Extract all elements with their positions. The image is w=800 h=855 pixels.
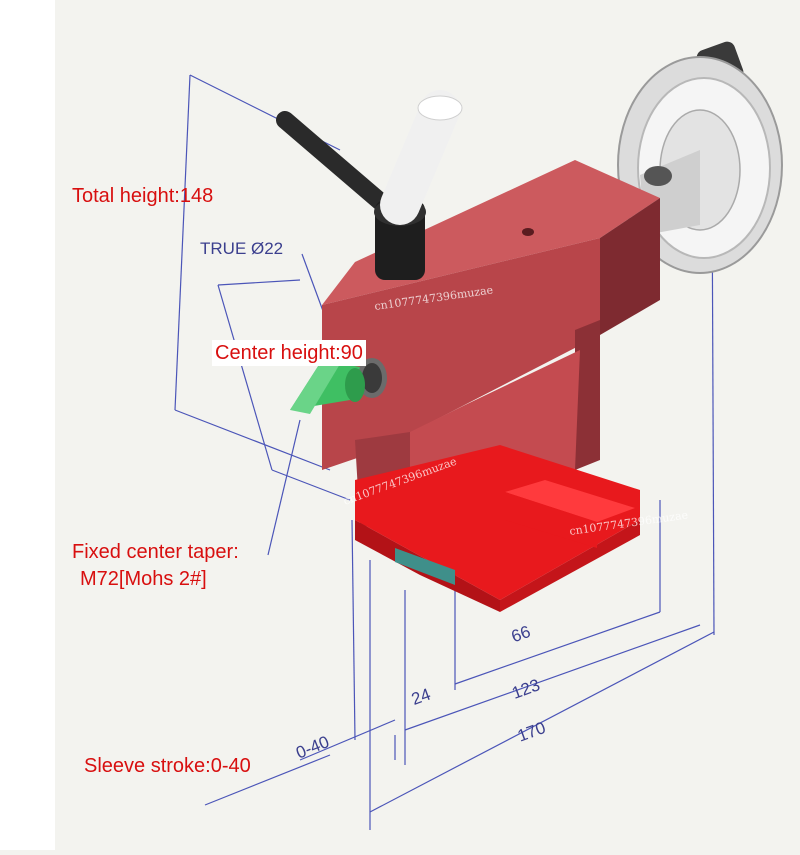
center-height-dim-line [217,284,273,471]
left-panel [0,0,55,850]
dim-0-40-line [204,754,331,806]
dim-123-label: 123 [509,675,542,703]
dim-0-40-label: 0-40 [293,732,332,762]
total-height-callout: Total height:148 [72,185,214,207]
handwheel [617,41,783,274]
dim-123-line [404,624,701,731]
total-height-dim-line [174,74,191,411]
true-diameter-label: TRUE Ø22 [200,239,283,258]
center-height-callout: Center height:90 [212,340,366,366]
dim-66-label: 66 [509,622,533,646]
dim-170-line [369,631,715,813]
dim-66-line [454,611,661,685]
taper-callout-line1: Fixed center taper: [72,541,239,563]
dim-170-label: 170 [515,718,548,746]
dim-24-label: 24 [409,685,433,709]
clamp-levers [276,90,463,280]
quill-and-center [290,358,387,414]
tailstock-body [322,160,660,612]
taper-callout-line2: M72[Mohs 2#] [80,568,207,590]
sleeve-stroke-callout: Sleeve stroke:0-40 [84,755,251,777]
